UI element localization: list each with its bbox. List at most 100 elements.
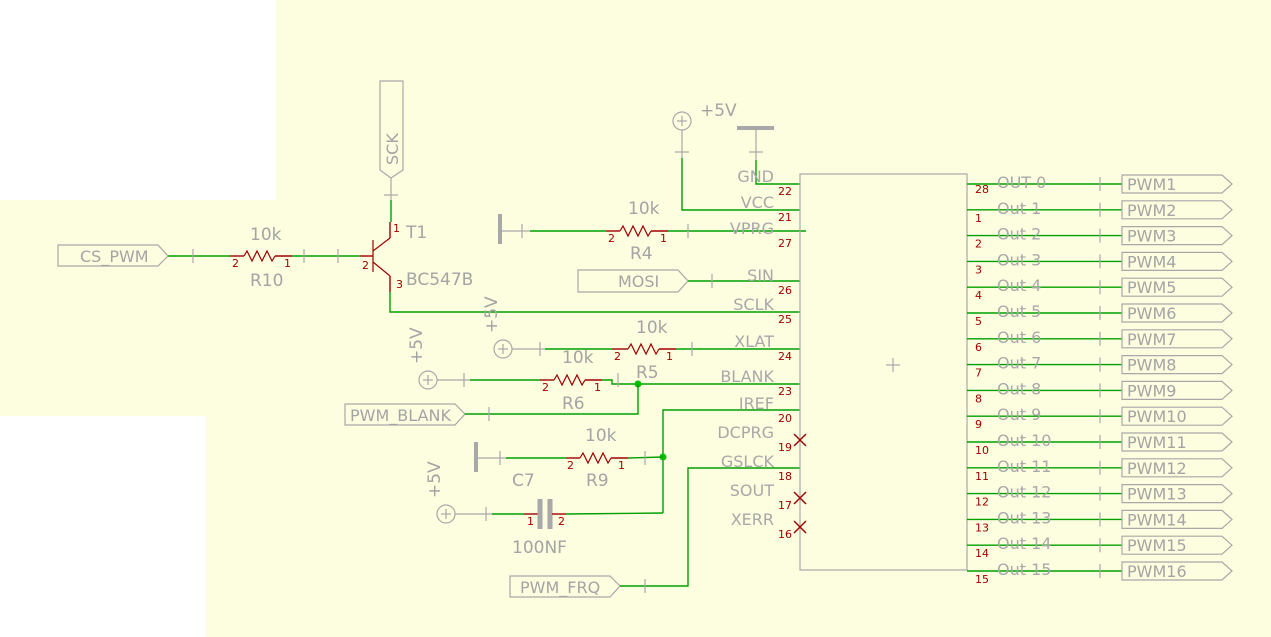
t1-value: BC547B [406, 270, 473, 290]
wire-iref [662, 409, 800, 513]
port-pwm-shape[interactable] [1121, 355, 1233, 375]
port-pwm-shape[interactable] [1121, 277, 1233, 297]
ic-pin-name: VPRG [730, 219, 774, 238]
c7-value: 100NF [512, 538, 567, 558]
port-pwm-shape[interactable] [1121, 303, 1233, 323]
port-pwm-shape[interactable] [1121, 251, 1233, 271]
svg-text:1: 1 [666, 350, 673, 363]
port-pwm-shape[interactable] [1121, 406, 1233, 426]
port-pwm-shape[interactable] [1121, 174, 1233, 194]
ic-pin-name: DCPRG [717, 423, 774, 442]
port-mosi[interactable]: MOSI [577, 269, 689, 293]
ic-out-name: Out 5 [997, 302, 1041, 321]
port-pwm-label: PWM7 [1127, 330, 1176, 349]
ic-pin-name: VCC [741, 193, 774, 212]
resistor-r4[interactable]: 2 1 10k R4 [606, 199, 668, 264]
ic-tlc5940-body[interactable] [799, 173, 968, 571]
ic-out-name: Out 6 [997, 328, 1041, 347]
transistor-t1[interactable]: 1 2 3 T1 BC547B [360, 222, 473, 292]
ic-out-number: 10 [975, 444, 989, 457]
resistor-r10[interactable]: 2 1 10k R10 [230, 225, 292, 291]
port-pwm-frq[interactable]: PWM_FRQ [509, 575, 621, 598]
port-pwm-shape[interactable] [1121, 226, 1233, 246]
port-pwm-shape[interactable] [1121, 200, 1233, 220]
ic-out-number: 11 [975, 470, 989, 483]
port-pwm-shape[interactable] [1121, 561, 1233, 581]
svg-text:1: 1 [527, 515, 534, 528]
resistor-r5[interactable]: 2 1 10k R5 [612, 318, 676, 383]
port-pwm-label: PWM16 [1127, 562, 1187, 581]
ic-pin-name: GSLCK [721, 452, 775, 471]
ic-pin-number: 25 [778, 313, 792, 326]
ic-out-name: Out 14 [997, 534, 1051, 553]
svg-text:1: 1 [594, 381, 601, 394]
port-pwm-shape[interactable] [1121, 329, 1233, 349]
supply-label-r6: +5V [407, 327, 427, 364]
ground-symbol-gnd [737, 126, 774, 160]
r10-value: 10k [250, 225, 282, 245]
t1-pin-1: 1 [393, 222, 400, 235]
port-sck[interactable]: SCK [379, 80, 404, 222]
port-pwm-shape[interactable] [1121, 432, 1233, 452]
r9-value: 10k [585, 426, 617, 446]
svg-text:1: 1 [618, 459, 625, 472]
supply-5v-r5: +5V [482, 296, 545, 359]
ic-pin-number: 21 [778, 211, 792, 224]
ic-out-number: 28 [975, 183, 989, 196]
capacitor-c7[interactable]: 1 2 C7 100NF [512, 471, 567, 558]
port-pwm-shape[interactable] [1121, 458, 1233, 478]
ic-out-name: Out 10 [997, 431, 1051, 450]
port-cs-pwm[interactable]: CS_PWM [57, 244, 169, 267]
supply-label-r5: +5V [482, 296, 502, 333]
no-connect-mark [793, 491, 807, 505]
resistor-r6[interactable]: 2 1 10k R6 [540, 348, 602, 414]
r10-name: R10 [250, 271, 283, 291]
port-pwm-label: PWM3 [1127, 227, 1176, 246]
ic-pin-vprg[interactable]: VPRG 27 [730, 219, 792, 250]
no-connect-mark [793, 520, 807, 534]
ic-out-number: 5 [975, 315, 982, 328]
port-pwm-label: PWM10 [1127, 407, 1187, 426]
port-pwm-label: PWM4 [1127, 252, 1176, 271]
port-pwm-shape[interactable] [1121, 535, 1233, 555]
port-pwm-blank[interactable]: PWM_BLANK [344, 403, 466, 426]
ic-pin-number: 27 [778, 237, 792, 250]
port-pwm-shape[interactable] [1121, 484, 1233, 504]
supply-5v-c7: +5V [425, 461, 492, 524]
port-pwm-shape[interactable] [1121, 380, 1233, 400]
port-pwm-shape[interactable] [1121, 509, 1233, 529]
ic-pin-number: 26 [778, 284, 792, 297]
ic-out-name: Out 3 [997, 250, 1041, 269]
resistor-r9[interactable]: 2 1 10k R9 [566, 426, 628, 491]
r5-value: 10k [636, 318, 668, 338]
ic-pin-vcc[interactable]: VCC 21 [741, 193, 792, 224]
port-pwm-label: PWM13 [1127, 485, 1187, 504]
